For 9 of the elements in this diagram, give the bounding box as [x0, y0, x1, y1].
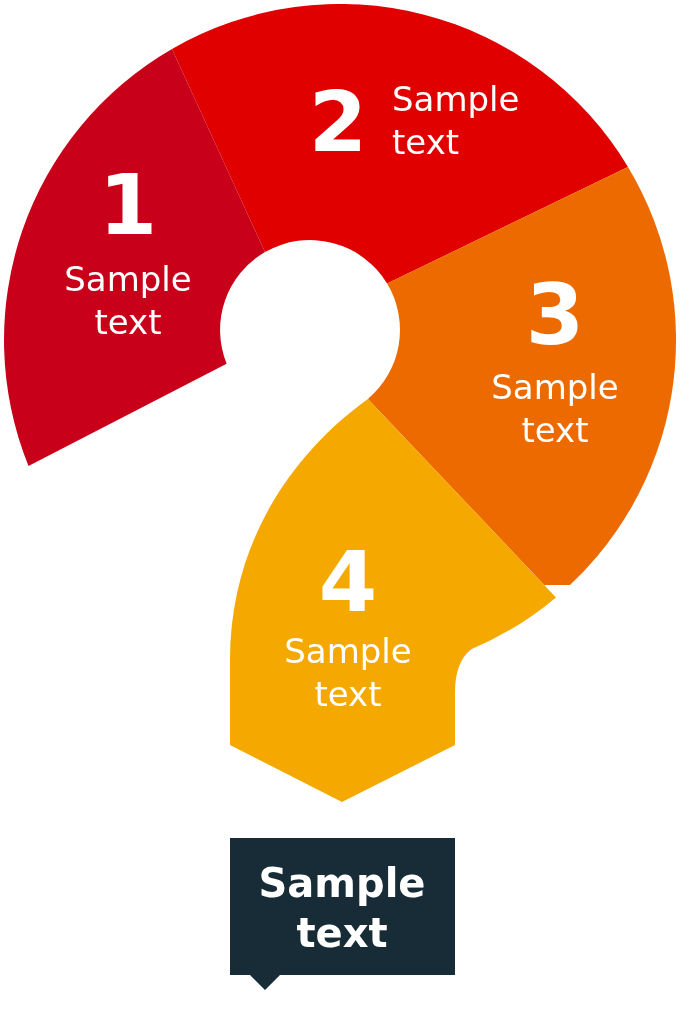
- callout-text: Sample text: [257, 859, 427, 958]
- step-text: Sample text: [63, 257, 193, 343]
- step-text: Sample text: [490, 365, 620, 451]
- step-number: 2: [308, 80, 368, 164]
- step-number: 4: [318, 540, 378, 624]
- step-text: Sample text: [392, 77, 521, 163]
- step-text: Sample text: [283, 629, 413, 715]
- step-number: 3: [525, 273, 585, 357]
- step-number: 1: [98, 163, 158, 247]
